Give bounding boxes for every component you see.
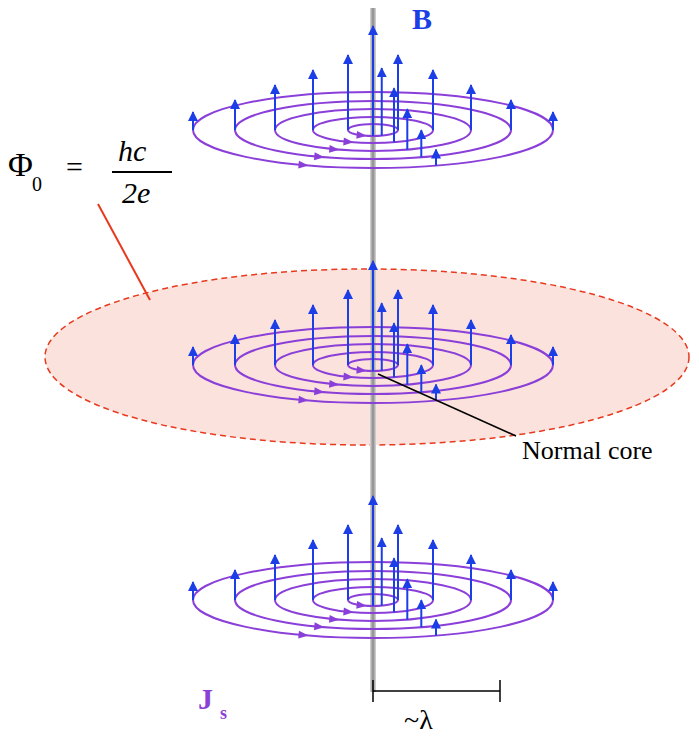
field-arrow [420,365,422,392]
field-arrow [470,320,472,365]
dimension-label: ~λ [404,706,433,734]
field-arrow [312,70,314,130]
current-label: J [198,684,213,714]
field-arrow [406,579,408,620]
field-arrow [470,85,472,130]
current-loop-set [193,496,553,639]
flux-quantum-area [45,269,689,445]
field-arrow [510,335,512,365]
field-arrow [274,555,276,600]
current-arrowhead [343,607,354,616]
fraction-numerator: hc [118,136,146,166]
normal-core [370,8,376,692]
field-arrow [432,540,434,600]
field-arrow [552,582,554,600]
current-arrowhead [314,152,325,161]
field-arrow [397,290,399,365]
current-arrowhead [298,631,309,640]
field-arrow [312,540,314,600]
field-arrow [420,600,422,627]
equals-sign: = [66,152,83,182]
current-arrowhead [329,145,340,154]
field-arrow [372,261,374,371]
field-arrow [432,70,434,130]
field-arrow [510,570,512,600]
current-arrowhead [356,131,367,140]
field-arrow [274,85,276,130]
field-arrow [347,525,349,600]
field-arrow [435,150,437,166]
current-loop-set [193,261,553,404]
fraction-denominator: 2e [122,178,150,208]
core-label: Normal core [522,438,653,464]
field-arrow [372,496,374,606]
current-subscript: s [220,704,227,722]
field-arrow [552,347,554,365]
field-label: B [412,4,432,34]
current-rings [193,26,553,639]
field-arrow [381,68,383,136]
field-arrow [381,538,383,606]
current-arrowhead [314,387,325,396]
current-arrowhead [298,161,309,170]
field-arrow [347,290,349,365]
field-arrow [510,100,512,130]
field-arrow [192,347,194,365]
current-arrowhead [356,601,367,610]
current-loop-set [193,26,553,169]
field-arrow [372,26,374,136]
current-arrowhead [314,622,325,631]
leader-line [98,204,150,300]
field-arrow [552,112,554,130]
field-arrow [393,323,395,377]
current-arrowhead [356,366,367,375]
dimension-line [373,690,500,692]
field-arrow [406,109,408,150]
field-arrow [420,130,422,157]
field-arrow [192,112,194,130]
current-arrowhead [298,396,309,405]
current-arrowhead [329,615,340,624]
field-arrow [312,305,314,365]
field-arrow [435,385,437,401]
field-arrow [347,55,349,130]
flux-subscript: 0 [32,174,42,194]
field-arrow [381,303,383,371]
field-arrow [397,55,399,130]
field-arrow [406,344,408,385]
field-arrow [274,320,276,365]
field-arrow [470,555,472,600]
current-arrowhead [329,380,340,389]
field-arrow [393,558,395,612]
leader-line [378,374,516,436]
field-arrow [435,620,437,636]
field-arrow [234,335,236,365]
current-arrowhead [343,372,354,381]
field-arrow [432,305,434,365]
current-arrowhead [343,137,354,146]
field-arrow [234,570,236,600]
flux-symbol: Φ [8,148,33,182]
field-arrow [192,582,194,600]
fraction-bar [112,171,172,173]
field-arrow [234,100,236,130]
field-arrow [393,88,395,142]
field-arrow [397,525,399,600]
